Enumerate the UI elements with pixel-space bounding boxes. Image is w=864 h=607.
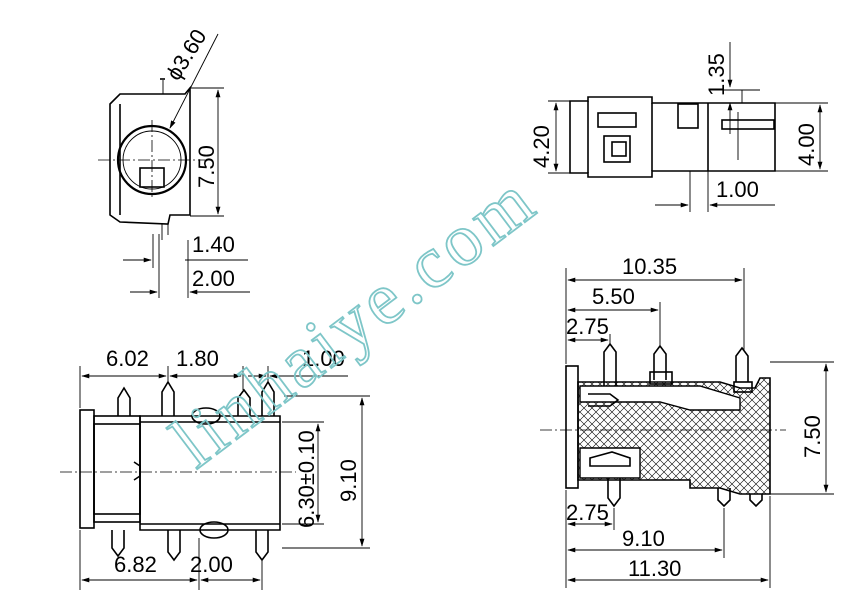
front-view — [98, 33, 250, 298]
top-w3-label: 1.00 — [302, 346, 345, 371]
top-b2-label: 2.00 — [190, 552, 233, 577]
front-height-label: 7.50 — [194, 145, 219, 188]
front-pin-a-label: 1.40 — [192, 232, 235, 257]
top-outer-height-label: 9.10 — [336, 459, 361, 502]
top-w1-label: 6.02 — [106, 346, 149, 371]
cross-section-view — [540, 268, 834, 588]
cross-b-small-label: 2.75 — [566, 500, 609, 525]
cross-small-label: 2.75 — [566, 314, 609, 339]
front-dia-label: ϕ3.60 — [161, 25, 211, 85]
top-inner-height-label: 6.30±0.10 — [294, 430, 319, 528]
side-bottom-label: 1.00 — [716, 177, 759, 202]
cross-b-mid-label: 9.10 — [622, 526, 665, 551]
side-right-height-label: 4.00 — [794, 123, 819, 166]
top-b1-label: 6.82 — [114, 552, 157, 577]
side-top-label: 1.35 — [704, 53, 729, 96]
cross-total-label: 10.35 — [622, 254, 677, 279]
side-view — [548, 42, 828, 212]
watermark-text: linhaiye.com — [157, 158, 552, 484]
cross-b-total-label: 11.30 — [628, 556, 681, 581]
cross-height-label: 7.50 — [800, 415, 825, 458]
side-left-height-label: 4.20 — [529, 125, 554, 168]
top-view — [60, 366, 370, 590]
cross-mid-label: 5.50 — [592, 284, 635, 309]
top-w2-label: 1.80 — [176, 346, 219, 371]
front-pin-b-label: 2.00 — [192, 266, 235, 291]
